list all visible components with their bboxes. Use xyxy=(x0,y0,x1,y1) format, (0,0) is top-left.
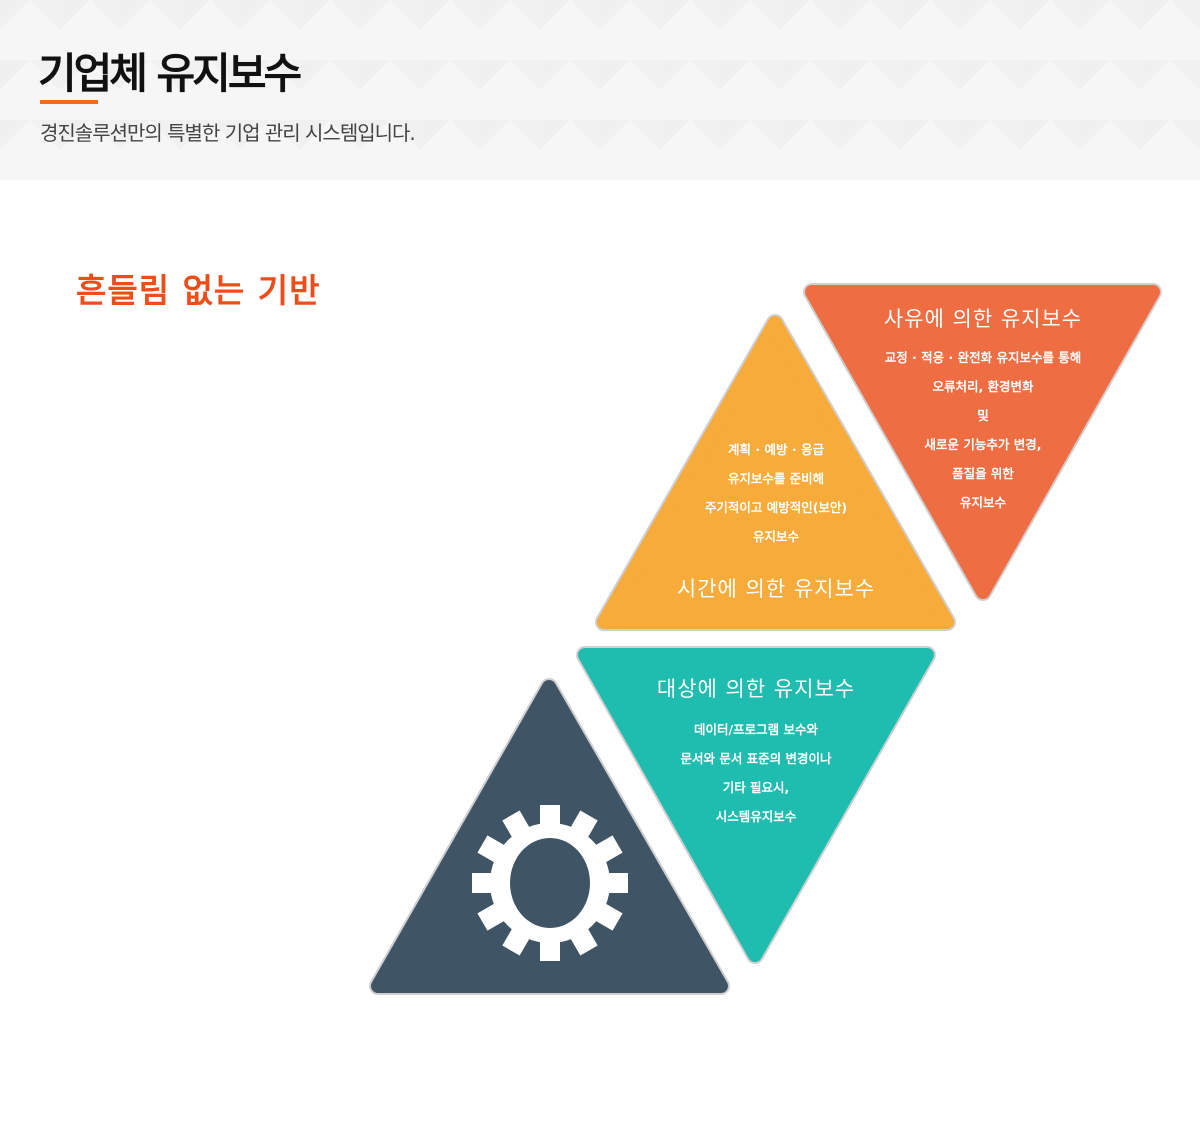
section-title: 흔들림 없는 기반 xyxy=(76,271,321,310)
target-line: 문서와 문서 표준의 변경이나 xyxy=(680,751,832,766)
gear-icon xyxy=(472,805,628,961)
target-title: 대상에 의한 유지보수 xyxy=(656,677,856,701)
target-line: 시스템유지보수 xyxy=(715,809,797,824)
reason-title: 사유에 의한 유지보수 xyxy=(883,307,1083,331)
reason-line: 오류처리, 환경변화 xyxy=(932,379,1034,394)
target-card: 대상에 의한 유지보수 데이터/프로그램 보수와 문서와 문서 표준의 변경이나… xyxy=(576,673,936,831)
reason-line: 유지보수 xyxy=(959,495,1006,510)
reason-line: 교정 · 적응 · 완전화 유지보수를 통해 xyxy=(884,350,1082,365)
reason-line: 새로운 기능추가 변경, xyxy=(924,437,1042,452)
time-line: 유지보수 xyxy=(752,529,799,544)
reason-card: 사유에 의한 유지보수 교정 · 적응 · 완전화 유지보수를 통해 오류처리,… xyxy=(803,303,1163,517)
target-line: 데이터/프로그램 보수와 xyxy=(694,722,818,737)
time-card: 계획 · 예방 · 응급 유지보수를 준비해 주기적이고 예방적인(보안) 유지… xyxy=(596,435,956,603)
time-line: 유지보수를 준비해 xyxy=(727,471,825,486)
title-underline xyxy=(40,100,98,104)
header-banner: 기업체 유지보수 경진솔루션만의 특별한 기업 관리 시스템입니다. xyxy=(0,0,1200,180)
time-line: 주기적이고 예방적인(보안) xyxy=(704,500,848,515)
target-line: 기타 필요시, xyxy=(722,780,790,795)
reason-line: 및 xyxy=(977,408,989,423)
page-subtitle: 경진솔루션만의 특별한 기업 관리 시스템입니다. xyxy=(40,121,416,145)
page-title: 기업체 유지보수 xyxy=(38,49,302,98)
time-title: 시간에 의한 유지보수 xyxy=(676,577,876,601)
time-line: 계획 · 예방 · 응급 xyxy=(728,442,824,457)
reason-line: 품질을 위한 xyxy=(952,466,1014,481)
